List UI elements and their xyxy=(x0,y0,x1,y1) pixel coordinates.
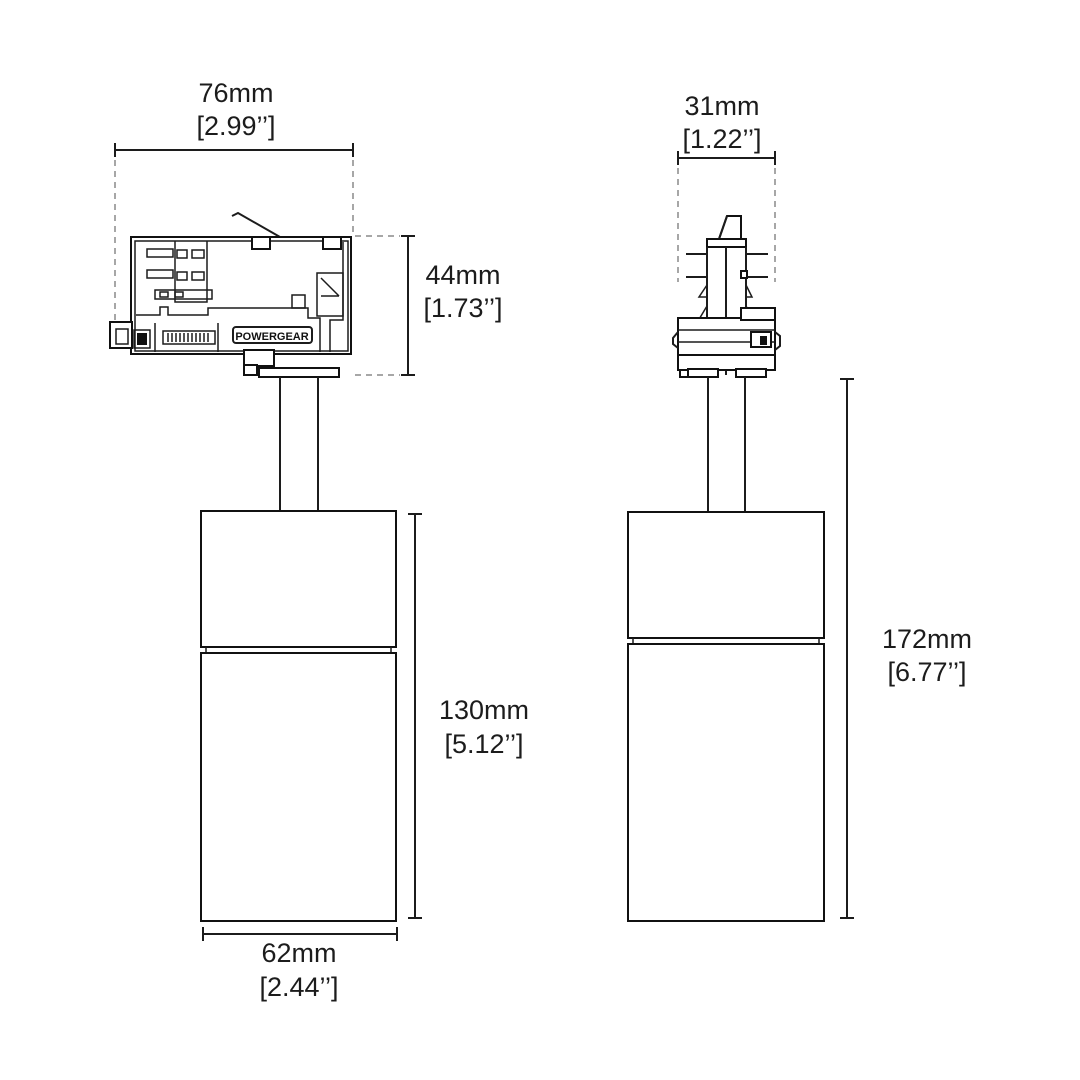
front-spotlight-body xyxy=(200,510,397,922)
side-view: 31mm [1.22’’] 172mm [6.77’’] xyxy=(627,91,972,922)
body-length-metric: 130mm xyxy=(439,695,529,725)
total-height-imperial: [6.77’’] xyxy=(887,657,966,687)
total-height-metric: 172mm xyxy=(882,624,972,654)
front-track-adapter: POWERGEAR xyxy=(109,211,352,378)
side-width-imperial: [1.22’’] xyxy=(682,124,761,154)
adapter-height-metric: 44mm xyxy=(425,260,500,290)
adapter-height-imperial: [1.73’’] xyxy=(423,293,502,323)
front-stem xyxy=(279,377,319,511)
body-diameter-dimension: 62mm [2.44’’] xyxy=(202,927,398,1002)
total-height-dimension: 172mm [6.77’’] xyxy=(840,378,972,919)
front-view: POWERGEAR 76mm [2.99’’] 44mm xyxy=(109,78,529,1002)
side-spotlight-body xyxy=(627,511,825,922)
side-track-adapter xyxy=(672,215,781,378)
body-diameter-imperial: [2.44’’] xyxy=(259,972,338,1002)
body-length-imperial: [5.12’’] xyxy=(444,729,523,759)
adapter-width-imperial: [2.99’’] xyxy=(196,111,275,141)
brand-logo: POWERGEAR xyxy=(235,331,308,343)
body-diameter-metric: 62mm xyxy=(261,938,336,968)
side-stem xyxy=(707,377,746,512)
side-width-dimension: 31mm [1.22’’] xyxy=(677,91,776,282)
body-length-dimension: 130mm [5.12’’] xyxy=(408,513,529,919)
adapter-height-dimension: 44mm [1.73’’] xyxy=(355,235,503,376)
side-width-metric: 31mm xyxy=(684,91,759,121)
ribbed-grip xyxy=(167,333,209,342)
adapter-width-metric: 76mm xyxy=(198,78,273,108)
adapter-width-dimension: 76mm [2.99’’] xyxy=(114,78,354,320)
